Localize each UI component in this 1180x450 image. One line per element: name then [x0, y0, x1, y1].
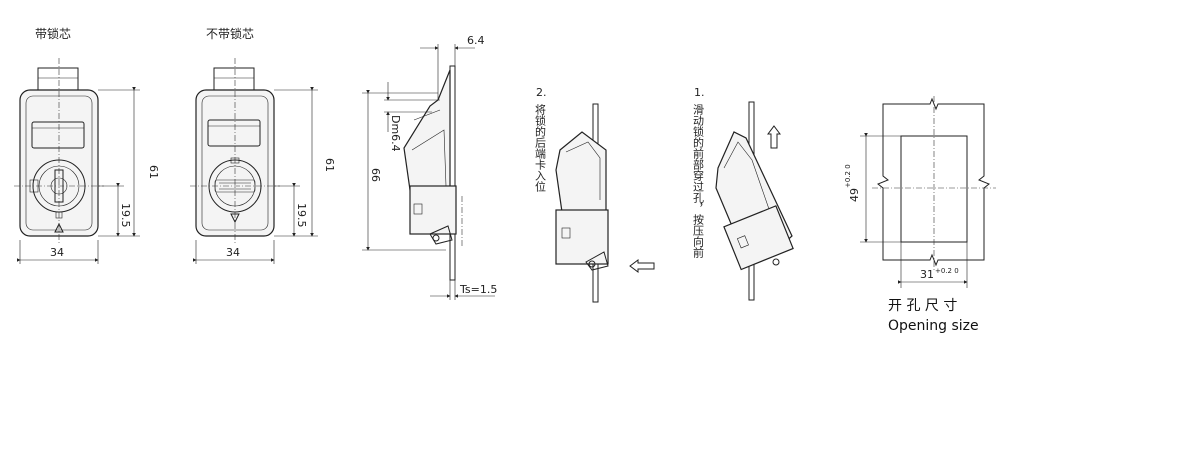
opening-caption-cn: 开 孔 尺 寸: [888, 298, 957, 314]
dim-top-6-4: 6.4: [467, 34, 485, 47]
step-1-illustration: 1. 滑动锁的前部穿过孔，按压向前: [692, 86, 794, 301]
title-without-cylinder: 不带锁芯: [206, 26, 254, 41]
step-2-text: 将锁的后端卡入位: [534, 104, 547, 192]
title-with-cylinder: 带锁芯: [35, 26, 71, 41]
step-2-illustration: 2. 将锁的后端卡入位: [534, 86, 655, 303]
dim-opening-height: 49: [848, 188, 861, 202]
dim-height-61: 61: [147, 165, 160, 179]
dim-opening-width-tol: +0.2 0: [935, 267, 959, 275]
front-view-with-cylinder: 带锁芯 34 61 19.5: [14, 26, 160, 264]
dim-height-66: 66: [369, 168, 382, 182]
dim-height-61-b: 61: [323, 158, 336, 172]
dim-width-34-b: 34: [226, 246, 240, 259]
step-1-number: 1.: [694, 86, 705, 99]
opening-size-drawing: 49 +0.2 0 31 +0.2 0 开 孔 尺 寸 Opening size: [844, 96, 996, 334]
front-view-without-cylinder: 不带锁芯 34 61 19.5: [190, 26, 336, 264]
dim-opening-width: 31: [920, 268, 934, 281]
step-1-text: 滑动锁的前部穿过孔，按压向前: [692, 104, 705, 259]
dim-center-19-5-b: 19.5: [295, 203, 308, 228]
dim-width-34: 34: [50, 246, 64, 259]
dim-center-19-5: 19.5: [119, 203, 132, 228]
opening-caption-en: Opening size: [888, 318, 979, 334]
dim-opening-height-tol: +0.2 0: [844, 164, 852, 188]
step-2-number: 2.: [536, 86, 547, 99]
dim-dm-6-4: Dm6.4: [389, 115, 402, 152]
side-view: 6.4 Dm6.4 66 Ts=1.5: [362, 34, 497, 300]
dim-ts-1-5: Ts=1.5: [459, 283, 497, 296]
